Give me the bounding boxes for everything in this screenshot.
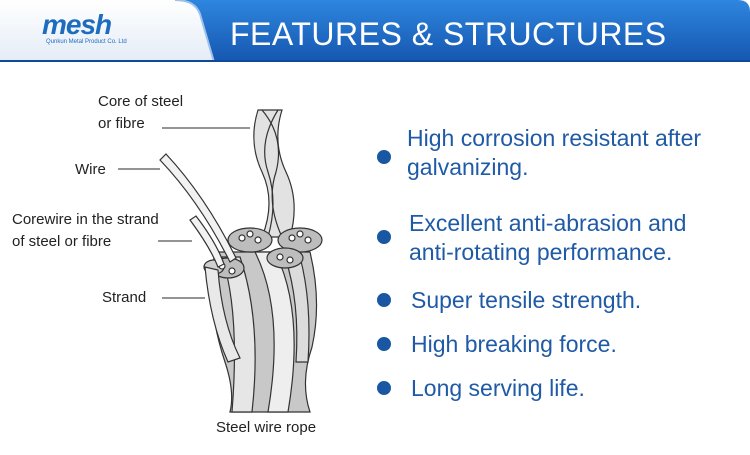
bullet-dot-icon: [377, 293, 391, 307]
label-strand: Strand: [102, 289, 147, 306]
feature-text-line1: High corrosion resistant after: [407, 125, 702, 151]
label-wire: Wire: [75, 161, 106, 178]
bullet-dot-icon: [377, 381, 391, 395]
label-core-line2: or fibre: [98, 115, 145, 132]
bullet-dot-icon: [377, 337, 391, 351]
feature-text-line1: Excellent anti-abrasion and: [409, 210, 687, 236]
label-corewire-line2: of steel or fibre: [12, 233, 112, 250]
page-title: FEATURES & STRUCTURES: [230, 16, 667, 52]
diagram-caption: Steel wire rope: [216, 419, 317, 436]
logo-subtext: Qunkun Metal Product Co. Ltd: [46, 39, 127, 45]
label-core-line1: Core of steel: [98, 93, 184, 110]
bullet-dot-icon: [377, 150, 391, 164]
label-corewire-line1: Corewire in the strand: [12, 211, 159, 228]
logo-wordmark: mesh: [42, 9, 112, 40]
banner-background: [0, 0, 750, 62]
header-banner: mesh Qunkun Metal Product Co. Ltd FEATUR…: [0, 0, 750, 62]
feature-text-line1: Long serving life.: [411, 375, 585, 401]
bullet-dot-icon: [377, 230, 391, 244]
wire-rope-diagram: Core of steel or fibre Wire Corewire in …: [0, 62, 360, 450]
feature-text-line1: Super tensile strength.: [411, 287, 642, 313]
company-logo: mesh Qunkun Metal Product Co. Ltd: [42, 9, 127, 48]
steel-wire-rope-illustration: [118, 109, 323, 413]
feature-text-line2: galvanizing.: [407, 154, 529, 180]
feature-text-line2: anti-rotating performance.: [409, 239, 673, 265]
feature-text-line1: High breaking force.: [411, 331, 617, 357]
